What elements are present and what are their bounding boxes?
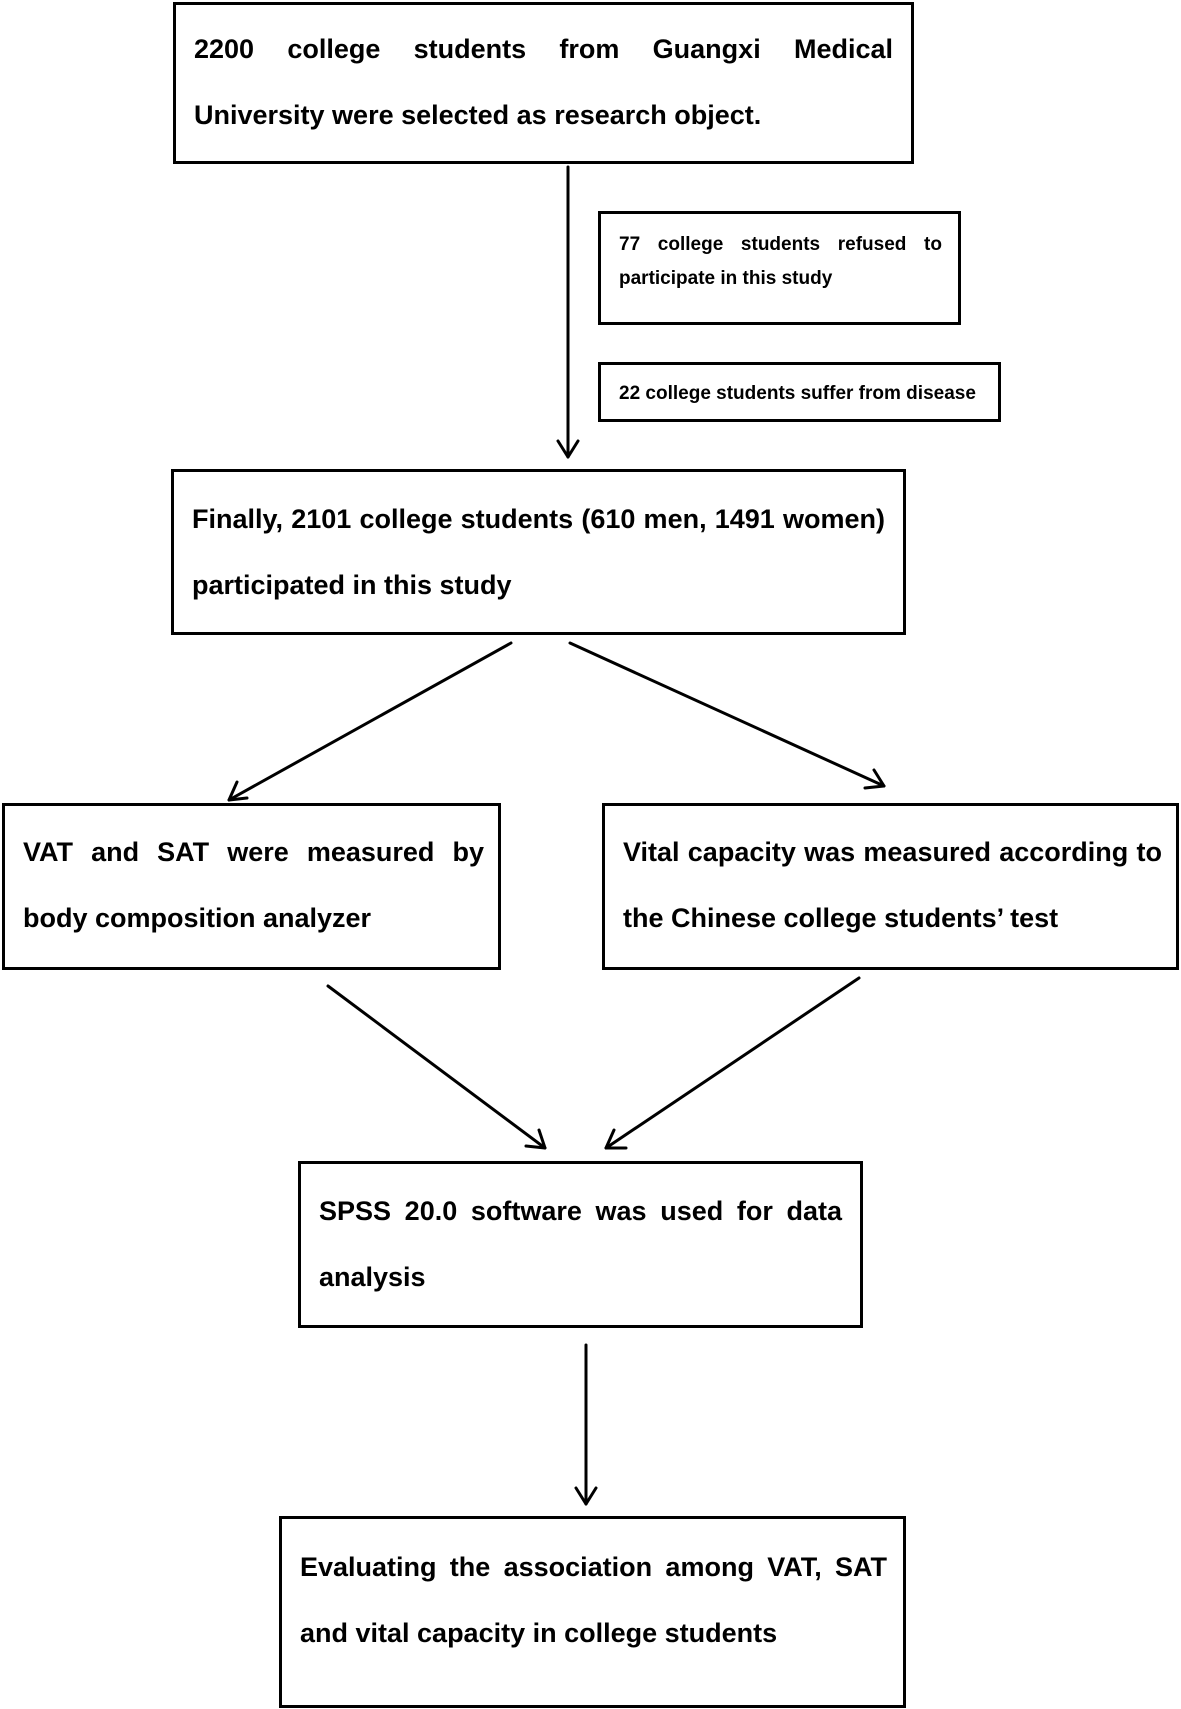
arrowhead-fat (227, 780, 249, 802)
fat-measurement-box: VAT and SAT were measured by body compos… (2, 803, 501, 970)
analysis-box: SPSS 20.0 software was used for data ana… (298, 1161, 863, 1328)
fat-measurement-text: VAT and SAT were measured by body compos… (23, 837, 484, 933)
start-box: 2200 college students from Guangxi Medic… (173, 2, 914, 164)
arrowhead-analysis-left (524, 1128, 547, 1150)
arrowhead-analysis-right (604, 1128, 628, 1150)
arrow-participants-to-fat (227, 641, 513, 802)
outcome-box: Evaluating the association among VAT, SA… (279, 1516, 906, 1708)
arrowhead-vital (863, 768, 886, 790)
arrow-fat-to-analysis (326, 984, 547, 1150)
arrowhead-participants (556, 439, 580, 459)
arrowhead-outcome (574, 1486, 598, 1506)
exclusion-disease-box: 22 college students suffer from disease (598, 362, 1001, 422)
vital-capacity-text: Vital capacity was measured according to… (623, 837, 1162, 933)
participants-text: Finally, 2101 college students (610 men,… (192, 504, 885, 600)
vital-capacity-box: Vital capacity was measured according to… (602, 803, 1179, 970)
analysis-text: SPSS 20.0 software was used for data ana… (319, 1196, 842, 1292)
exclusion-refused-text: 77 college students refused to participa… (619, 234, 942, 289)
arrow-vital-to-analysis (604, 976, 861, 1150)
outcome-text: Evaluating the association among VAT, SA… (300, 1552, 887, 1648)
exclusion-disease-text: 22 college students suffer from disease (619, 383, 976, 404)
arrow-participants-to-vital (568, 641, 886, 788)
start-text: 2200 college students from Guangxi Medic… (194, 34, 893, 130)
participants-box: Finally, 2101 college students (610 men,… (171, 469, 906, 635)
exclusion-refused-box: 77 college students refused to participa… (598, 211, 961, 325)
